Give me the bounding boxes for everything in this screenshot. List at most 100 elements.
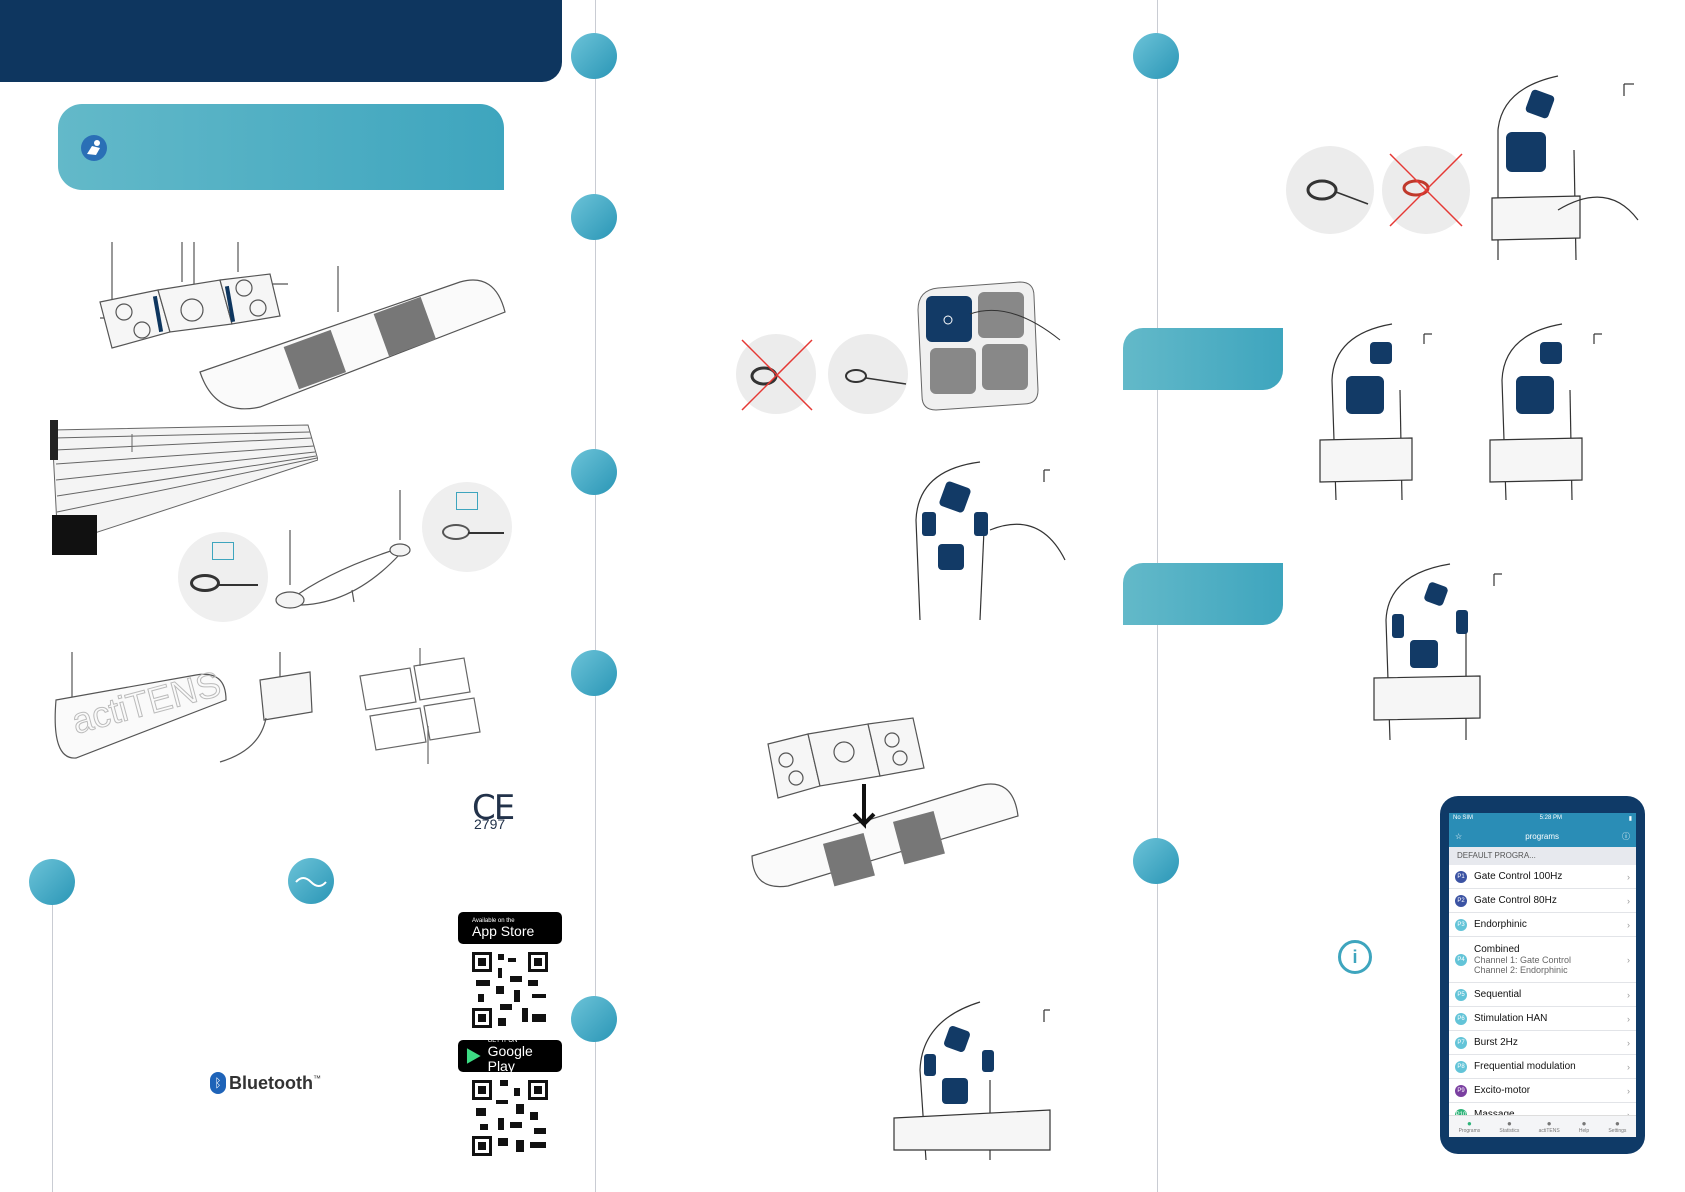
program-label: Combined: [1474, 944, 1520, 955]
step-marker: [571, 33, 617, 79]
status-bar: No SIM 5:28 PM ▮: [1449, 813, 1636, 825]
battery-icon: ▮: [1628, 816, 1632, 822]
electrode-pads-illustration: [359, 648, 481, 764]
electrode-snap-illustration: [917, 281, 1061, 411]
arm-electrode-placement: [915, 461, 1066, 620]
arm-four-electrodes: [1373, 563, 1502, 740]
step-marker: [571, 650, 617, 696]
chevron-right-icon: ›: [1627, 1013, 1630, 1024]
program-label: Excito-motor: [1474, 1085, 1531, 1096]
manual-icon: [81, 135, 107, 161]
tab-actitens[interactable]: ●actiTENS: [1539, 1119, 1560, 1134]
tab-icon: ●: [1546, 1119, 1552, 1128]
app-store-qr-code[interactable]: [470, 950, 550, 1030]
tab-settings[interactable]: ●Settings: [1608, 1119, 1626, 1134]
program-item[interactable]: P2 Gate Control 80Hz ›: [1449, 889, 1636, 913]
tab-programs[interactable]: ●Programs: [1459, 1119, 1481, 1134]
step-marker: [29, 859, 75, 905]
program-label: Massage: [1474, 1109, 1515, 1120]
step-marker: [571, 194, 617, 240]
chevron-right-icon: ›: [1627, 954, 1630, 965]
bluetooth-logo: ᛒ Bluetooth ™: [210, 1072, 321, 1094]
play-icon: [466, 1048, 481, 1064]
program-label: Frequential modulation: [1474, 1061, 1576, 1072]
arm-two-channel: [1489, 323, 1602, 500]
program-label: Burst 2Hz: [1474, 1037, 1518, 1048]
mode-label-box: [1123, 563, 1283, 625]
program-item[interactable]: P9 Excito-motor ›: [1449, 1079, 1636, 1103]
charger-illustration: [219, 652, 313, 763]
program-badge: P4: [1455, 953, 1467, 966]
program-sublabel: Channel 2: Endorphinic: [1474, 965, 1568, 975]
tab-icon: ●: [1614, 1119, 1620, 1128]
program-badge: P3: [1455, 918, 1467, 931]
lead-wire-illustration: [275, 490, 411, 609]
tab-label: Programs: [1458, 1128, 1481, 1134]
step-marker: [1133, 33, 1179, 79]
tab-icon: ●: [1507, 1119, 1512, 1128]
program-item[interactable]: P6 Stimulation HAN ›: [1449, 1007, 1636, 1031]
program-label: Sequential: [1474, 989, 1522, 1000]
star-icon[interactable]: ☆: [1455, 831, 1463, 841]
program-badge: P2: [1455, 894, 1467, 907]
info-banner: [58, 104, 504, 190]
section-header: DEFAULT PROGRA...: [1449, 847, 1636, 865]
tab-label: Help: [1578, 1128, 1590, 1134]
program-label: Endorphinic: [1474, 919, 1527, 930]
program-badge: P9: [1455, 1084, 1467, 1097]
chevron-right-icon: ›: [1627, 895, 1630, 906]
chevron-right-icon: ›: [1627, 1110, 1630, 1120]
device-modules-illustration: [99, 242, 506, 410]
info-icon[interactable]: ⓘ: [1622, 831, 1630, 841]
tab-label: actiTENS: [1538, 1128, 1560, 1134]
program-label: Gate Control 100Hz: [1474, 871, 1563, 882]
program-sublabel: Channel 1: Gate Control: [1474, 955, 1572, 965]
arm-one-channel: [1319, 323, 1432, 500]
chevron-right-icon: ›: [1627, 1037, 1630, 1048]
tab-icon: ●: [1467, 1119, 1472, 1128]
program-badge: P6: [1455, 1012, 1467, 1025]
chevron-right-icon: ›: [1627, 989, 1630, 1000]
connector-comparison: [1286, 146, 1470, 234]
phone-mockup: No SIM 5:28 PM ▮ ☆ programs ⓘ DEFAULT PR…: [1440, 796, 1645, 1154]
program-list: P1 Gate Control 100Hz › P2 Gate Control 80Hz…: [1449, 865, 1636, 1127]
program-item[interactable]: P1 Gate Control 100Hz ›: [1449, 865, 1636, 889]
connector-comparison: [736, 334, 908, 414]
connector-closeup: [178, 532, 268, 622]
tab-label: Statistics: [1499, 1128, 1520, 1134]
column-divider: [595, 0, 596, 1192]
mode-label-box: [1123, 328, 1283, 390]
chevron-right-icon: ›: [1627, 871, 1630, 882]
step-marker: [571, 449, 617, 495]
device-connect-illustration: [1491, 75, 1639, 260]
tab-bar: ●Programs●Statistics●actiTENS●Help●Setti…: [1449, 1115, 1636, 1137]
info-symbol-icon: [212, 542, 234, 560]
app-screen: No SIM 5:28 PM ▮ ☆ programs ⓘ DEFAULT PR…: [1449, 813, 1636, 1137]
program-badge: P1: [1455, 870, 1467, 883]
module-attach-illustration: [751, 717, 1019, 888]
arm-device-placement: [893, 1001, 1051, 1160]
program-label: Gate Control 80Hz: [1474, 895, 1557, 906]
tab-statistics[interactable]: ●Statistics: [1499, 1119, 1519, 1134]
tab-help[interactable]: ●Help: [1579, 1119, 1589, 1134]
wave-icon: [288, 858, 334, 904]
step-marker: [1133, 838, 1179, 884]
google-play-qr-code[interactable]: [470, 1078, 550, 1158]
program-label: Stimulation HAN: [1474, 1013, 1548, 1024]
app-bar: ☆ programs ⓘ: [1449, 825, 1636, 847]
chevron-right-icon: ›: [1627, 1085, 1630, 1096]
ce-number: 2797: [474, 816, 506, 832]
connector-closeup: [422, 482, 512, 572]
program-item[interactable]: P3 Endorphinic ›: [1449, 913, 1636, 937]
screen-title: programs: [1525, 831, 1559, 841]
tab-label: Settings: [1608, 1128, 1627, 1134]
carry-case-illustration: actiTENS: [54, 652, 227, 759]
chevron-right-icon: ›: [1627, 919, 1630, 930]
tab-icon: ●: [1581, 1119, 1587, 1128]
